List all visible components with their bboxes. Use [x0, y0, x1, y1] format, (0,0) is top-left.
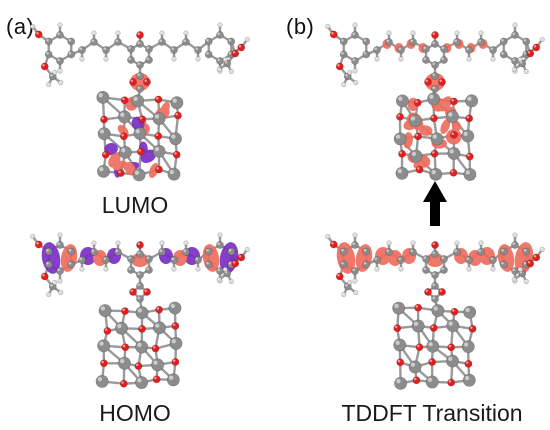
molecule-excited-state	[325, 22, 545, 182]
arrow-up-icon	[423, 181, 447, 226]
caption-lumo: LUMO	[101, 192, 169, 218]
caption-tddft-transition: TDDFT Transition	[341, 400, 523, 426]
molecule-lumo	[30, 22, 250, 182]
caption-homo: HOMO	[99, 400, 171, 426]
panel-label-a: (a)	[6, 14, 35, 39]
panel-label-b: (b)	[286, 14, 315, 39]
molecule-homo	[30, 232, 250, 390]
molecule-ground-state	[325, 232, 545, 390]
